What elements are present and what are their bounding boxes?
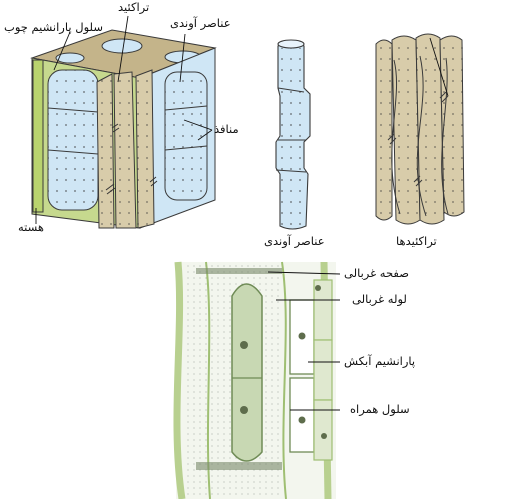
xylem-parenchyma-label: سلول پارانشیم چوب: [4, 20, 103, 34]
block3-leader-line: [429, 37, 449, 97]
tracheids-caption: تراکئیدها: [396, 234, 437, 248]
xylem-block: [30, 29, 217, 229]
companion-cell-label: سلول همراه: [350, 402, 410, 416]
sieve-tube-label: لوله غربالی: [352, 292, 407, 306]
xylem-parenchyma-strip: [32, 59, 44, 213]
vessel-elements-column: [275, 39, 311, 230]
nucleus-label: هسته: [18, 220, 44, 234]
phloem-tissue: [173, 261, 341, 500]
sieve-plate-label: صفحه غربالی: [344, 266, 409, 280]
tracheid-label: تراکئید: [118, 0, 150, 14]
vessel-elements-label: عناصر آوندی: [170, 16, 231, 30]
vessel-top-opening: [55, 52, 85, 64]
phloem-parenchyma-label: پارانشیم آبکش: [344, 354, 416, 368]
tracheids-bundle: [375, 33, 465, 225]
pits-label: منافذ: [214, 122, 239, 136]
vessel-elements-caption: عناصر آوندی: [264, 234, 325, 248]
block1-leader-lines: [35, 15, 213, 224]
vessel-top-opening: [101, 38, 143, 54]
